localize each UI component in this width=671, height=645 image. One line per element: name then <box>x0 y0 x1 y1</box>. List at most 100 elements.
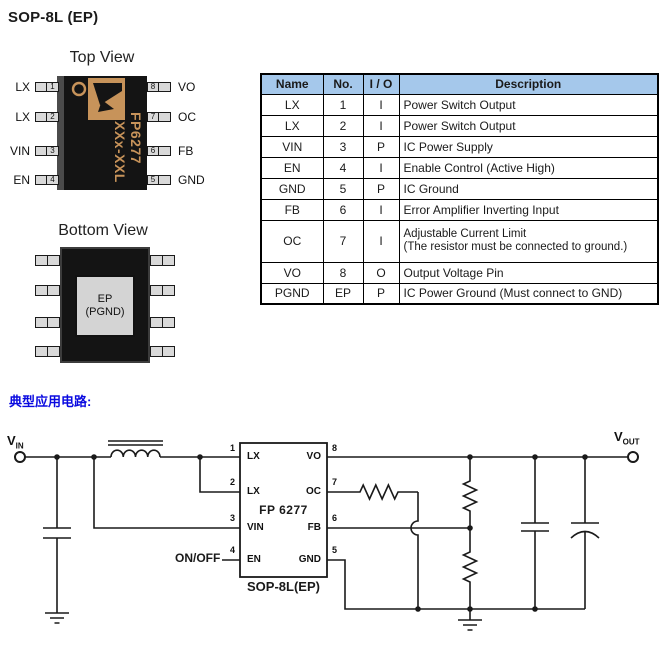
vin-terminal <box>14 451 26 463</box>
output-capacitor-2-polarized <box>570 457 600 609</box>
ic-pin-label-lx1: LX <box>247 451 260 462</box>
pin-number: 1 <box>47 82 59 92</box>
ic-pin-label-lx2: LX <box>247 486 260 497</box>
cell-no: 4 <box>322 156 364 179</box>
pin-outer <box>35 175 47 185</box>
output-ground-symbol <box>458 609 482 631</box>
cell-io: O <box>362 261 400 284</box>
ic-pin-label-oc: OC <box>306 486 321 497</box>
top-pin-label-fb: FB <box>178 144 194 158</box>
chip-marking-line1: FP6277 <box>128 112 144 165</box>
cell-no: 2 <box>322 114 364 137</box>
vout-label-sub: OUT <box>622 437 640 447</box>
cell-io: I <box>362 198 400 221</box>
ic-box <box>239 442 328 578</box>
pin-inner <box>47 285 60 296</box>
bottom-view-title: Bottom View <box>58 222 148 239</box>
ic-pin-label-en: EN <box>247 554 261 565</box>
junction-dot <box>532 606 538 612</box>
cell-desc: Enable Control (Active High) <box>398 156 659 179</box>
top-pin-7: 7 <box>147 112 171 122</box>
pin-outer <box>162 255 175 266</box>
top-pin-label-lx2: LX <box>15 110 30 124</box>
junction-dot <box>415 606 421 612</box>
pin-outer <box>159 82 171 92</box>
col-header-name: Name <box>260 73 324 95</box>
cell-io: P <box>362 282 400 305</box>
application-circuit-wires <box>14 440 639 631</box>
cell-desc: IC Ground <box>398 177 659 200</box>
cell-desc: Adjustable Current Limit(The resistor mu… <box>398 219 659 263</box>
cell-desc-line1: Adjustable Current Limit <box>403 228 527 240</box>
cell-name: LX <box>260 93 324 116</box>
ic-pin-number-3: 3 <box>229 513 235 523</box>
cell-desc-line2: (The resistor must be connected to groun… <box>403 241 628 253</box>
pin-number: 5 <box>147 175 159 185</box>
junction-dot <box>197 454 203 460</box>
ic-pin-label-vin: VIN <box>247 522 264 533</box>
cell-no: 1 <box>322 93 364 116</box>
pin-inner <box>150 285 163 296</box>
cell-io: I <box>362 219 400 263</box>
cell-no: 8 <box>322 261 364 284</box>
top-pin-label-gnd: GND <box>178 173 205 187</box>
pin-number: 6 <box>147 146 159 156</box>
bottom-pin <box>150 317 175 328</box>
pin-number: 8 <box>147 82 159 92</box>
cell-no: 7 <box>322 219 364 263</box>
ic-pin-number-6: 6 <box>332 513 338 523</box>
cell-io: I <box>362 114 400 137</box>
ic-pin-number-8: 8 <box>332 443 338 453</box>
application-section-title: 典型应用电路: <box>9 394 92 409</box>
pin-number: 4 <box>47 175 59 185</box>
pin-outer <box>159 146 171 156</box>
pin-outer <box>162 317 175 328</box>
top-pin-4: 4 <box>35 175 59 185</box>
bottom-pin <box>150 255 175 266</box>
bottom-pin <box>35 285 60 296</box>
cell-desc: Output Voltage Pin <box>398 261 659 284</box>
col-header-no: No. <box>322 73 364 95</box>
fitipower-logo <box>88 78 125 120</box>
pin-inner <box>47 255 60 266</box>
cell-name: EN <box>260 156 324 179</box>
cell-no: 5 <box>322 177 364 200</box>
cell-name: OC <box>260 219 324 263</box>
cell-io: P <box>362 135 400 158</box>
gnd-bottom-rail <box>327 559 585 610</box>
output-capacitor-1 <box>521 457 549 609</box>
cell-io: I <box>362 156 400 179</box>
vout-label-main: V <box>614 429 623 444</box>
vin-label-sub: IN <box>15 441 24 451</box>
onoff-label: ON/OFF <box>175 551 221 565</box>
cell-name: VO <box>260 261 324 284</box>
top-pin-label-lx1: LX <box>15 80 30 94</box>
cell-desc: Power Switch Output <box>398 114 659 137</box>
pin-inner <box>47 346 60 357</box>
ic-pin-number-5: 5 <box>332 545 338 555</box>
junction-dot <box>467 525 473 531</box>
col-header-io: I / O <box>362 73 400 95</box>
ic-pin-number-4: 4 <box>229 545 235 555</box>
top-pin-label-en: EN <box>13 173 30 187</box>
bottom-pin <box>35 346 60 357</box>
junction-dot <box>467 606 473 612</box>
exposed-pad-line1: EP <box>97 293 113 305</box>
cell-desc: Error Amplifier Inverting Input <box>398 198 659 221</box>
junction-dot <box>582 454 588 460</box>
input-ground-symbol <box>45 612 69 624</box>
pin-outer <box>35 82 47 92</box>
page-title: SOP-8L (EP) <box>8 9 99 26</box>
cell-desc: IC Power Supply <box>398 135 659 158</box>
chip-marking: FP6277 XXx-XXL <box>112 112 144 192</box>
vout-terminal <box>627 451 639 463</box>
vout-net-label: VOUT <box>614 429 640 447</box>
ic-pin-label-gnd: GND <box>298 554 321 565</box>
pin-inner <box>150 346 163 357</box>
oc-resistor <box>327 483 418 501</box>
